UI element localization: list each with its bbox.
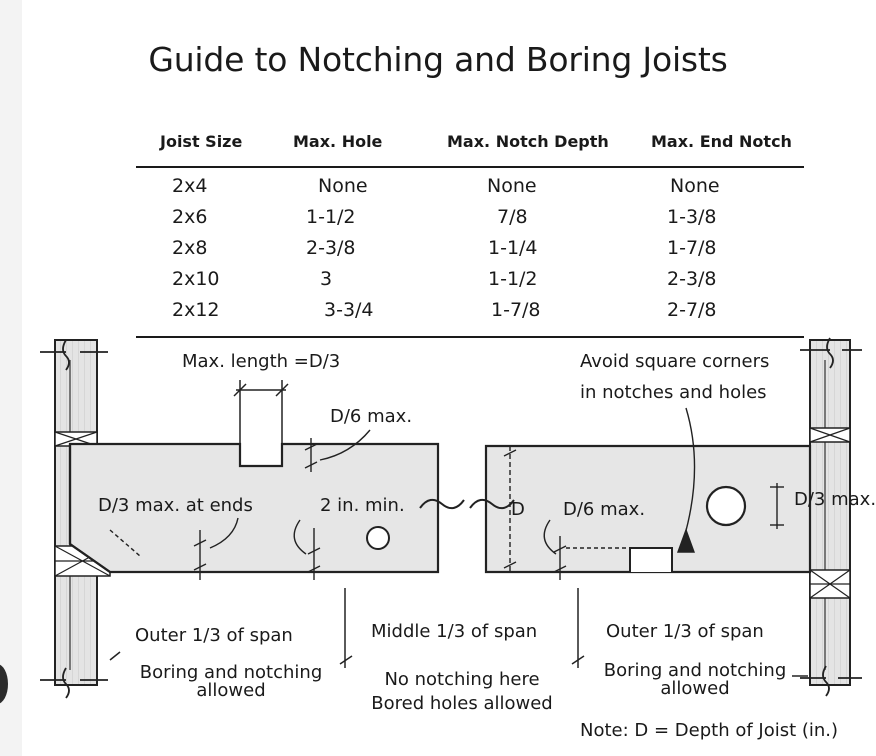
no-notching-line2: Bored holes allowed: [371, 693, 553, 714]
depth-note: Note: D = Depth of Joist (in.): [580, 720, 839, 741]
cell-end-notch: 2-3/8: [667, 268, 717, 290]
cell-joist-size: 2x8: [172, 237, 208, 259]
depth-dimension: [503, 446, 517, 572]
outer-span-right-label: Outer 1/3 of span: [606, 621, 764, 642]
boring-allowed-left-line2: allowed: [196, 680, 266, 701]
table-bottom-rule: [136, 336, 804, 338]
d3-ends-dimension: [109, 517, 239, 580]
left-end-notch: [69, 543, 111, 573]
d6-right-label: D/6 max.: [563, 499, 646, 520]
boring-allowed-left-line1: Boring and notching: [139, 662, 323, 683]
cell-end-notch: None: [670, 175, 720, 197]
cell-joist-size: 2x6: [172, 206, 208, 228]
cell-max-hole: 1-1/2: [306, 206, 356, 228]
cell-max-hole: 3: [320, 268, 333, 290]
cell-end-notch: 1-3/8: [667, 206, 717, 228]
edge-scroll-indicator: [0, 664, 8, 704]
page-title: Guide to Notching and Boring Joists: [148, 40, 728, 79]
two-inch-min-dimension: [293, 519, 321, 580]
table-top-rule: [136, 166, 804, 168]
d3-ends-label: D/3 max. at ends: [98, 495, 253, 516]
avoid-corners-label: Avoid square corners: [580, 351, 770, 372]
break-symbol: [419, 498, 465, 510]
bored-hole-large: [705, 485, 747, 527]
cell-max-hole: 3-3/4: [324, 299, 374, 321]
span-markers: [109, 588, 808, 677]
avoid-corners-arrow: [677, 407, 696, 553]
cell-notch-depth: None: [487, 175, 537, 197]
outer-span-left-label: Outer 1/3 of span: [135, 625, 293, 646]
no-notching-line1: No notching here: [384, 669, 540, 690]
two-inch-min-label: 2 in. min.: [320, 495, 405, 516]
d3-max-label: D/3 max.: [794, 489, 876, 510]
boring-allowed-right-line2: allowed: [660, 678, 730, 699]
break-symbol: [469, 498, 515, 510]
middle-span-label: Middle 1/3 of span: [371, 621, 538, 642]
no-notching-note: No notching here Bored holes allowed: [366, 668, 558, 716]
cell-end-notch: 2-7/8: [667, 299, 717, 321]
depth-label: D: [511, 499, 525, 520]
cell-joist-size: 2x12: [172, 299, 220, 321]
cell-joist-size: 2x4: [172, 175, 208, 197]
header-max-end-notch: Max. End Notch: [651, 132, 792, 151]
cell-max-hole: None: [318, 175, 368, 197]
boring-allowed-right: Boring and notching allowed: [600, 662, 790, 698]
d6-top-label: D/6 max.: [330, 406, 413, 427]
d6-right-dimension: [543, 519, 628, 580]
cell-end-notch: 1-7/8: [667, 237, 717, 259]
d6-top-dimension: [304, 429, 371, 472]
max-length-label: Max. length =D/3: [182, 351, 341, 372]
header-max-hole: Max. Hole: [293, 132, 383, 151]
cell-joist-size: 2x10: [172, 268, 220, 290]
cell-notch-depth: 1-1/2: [488, 268, 538, 290]
joist-right-segment: [484, 444, 812, 574]
avoid-corners-label-2: in notches and holes: [580, 382, 767, 403]
bored-hole-small: [366, 526, 390, 550]
d3-max-bracket: [770, 483, 784, 529]
cell-notch-depth: 7/8: [497, 206, 528, 228]
cell-notch-depth: 1-7/8: [491, 299, 541, 321]
cell-max-hole: 2-3/8: [306, 237, 356, 259]
cell-notch-depth: 1-1/4: [488, 237, 538, 259]
boring-allowed-left: Boring and notching allowed: [138, 664, 324, 700]
header-max-notch-depth: Max. Notch Depth: [447, 132, 609, 151]
max-length-dimension: [233, 380, 289, 444]
boring-allowed-right-line1: Boring and notching: [603, 660, 787, 681]
left-edge-strip: [0, 0, 22, 756]
header-joist-size: Joist Size: [160, 132, 243, 151]
